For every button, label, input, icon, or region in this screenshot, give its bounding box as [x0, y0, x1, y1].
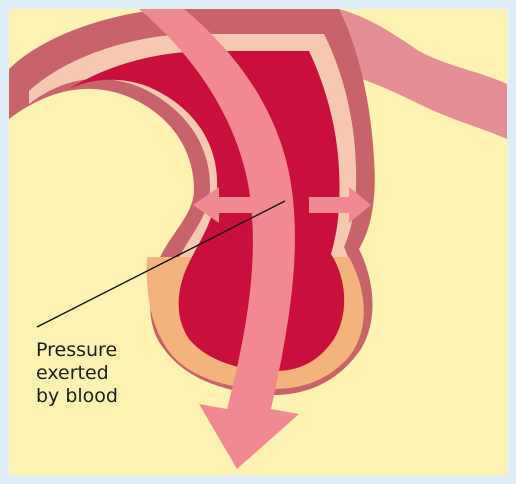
annotation-line-3: by blood [36, 385, 176, 408]
annotation-line-2: exerted [36, 362, 176, 385]
diagram-panel: Pressure exerted by blood [9, 9, 507, 475]
pressure-annotation: Pressure exerted by blood [36, 339, 176, 408]
annotation-line-1: Pressure [36, 339, 176, 362]
